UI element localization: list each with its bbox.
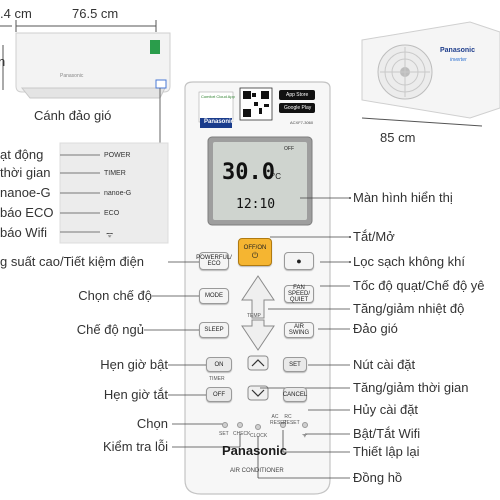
select-hole[interactable] bbox=[222, 422, 228, 428]
small-label-set: SET bbox=[219, 431, 229, 437]
remote-badge-brand: Panasonic bbox=[204, 119, 235, 125]
indoor-unit bbox=[15, 32, 171, 145]
indicator-label-3: báo ECO bbox=[0, 205, 54, 220]
sleep-button[interactable]: SLEEP bbox=[199, 322, 229, 338]
nanoe-button[interactable]: ● bbox=[284, 252, 314, 270]
app-store-badge: App Store bbox=[286, 92, 309, 98]
annotation-right-clock: Đồng hồ bbox=[353, 470, 403, 485]
annotation-right-cancel: Hủy cài đặt bbox=[353, 402, 419, 417]
indicator-power: POWER bbox=[104, 152, 131, 159]
lcd-off-text: OFF bbox=[284, 146, 294, 152]
indoor-width-label: 76.5 cm bbox=[72, 6, 119, 21]
outdoor-width-label: 85 cm bbox=[380, 130, 416, 145]
indoor-brand: Panasonic bbox=[60, 73, 84, 79]
wifi-icon: ᯤ bbox=[106, 230, 114, 239]
indicator-label-4: báo Wifi bbox=[0, 225, 47, 240]
annotation-left-timer-on: Hẹn giờ bật bbox=[100, 357, 168, 372]
outdoor-inverter: inverter bbox=[450, 57, 467, 63]
google-play-badge: Google Play bbox=[284, 105, 312, 111]
leader-lines-left bbox=[144, 261, 241, 448]
power-button[interactable]: OFF/ON ⏻ bbox=[238, 238, 272, 266]
set-button[interactable]: SET bbox=[283, 357, 307, 372]
remote-brand: Panasonic bbox=[222, 443, 288, 458]
indicator-panel bbox=[59, 142, 169, 244]
nanoe-icon: ● bbox=[296, 256, 302, 266]
indoor-depth-label: .4 cm bbox=[0, 6, 32, 21]
remote-model: ACXF7-3060 bbox=[290, 120, 314, 125]
timer-off-button[interactable]: OFF bbox=[206, 387, 232, 402]
annotation-right-fan-speed: Tốc độ quạt/Chế độ yê bbox=[353, 278, 485, 293]
dimension-lines bbox=[0, 20, 483, 127]
annotation-right-reset: Thiết lập lại bbox=[353, 444, 420, 459]
timer-label: TIMER bbox=[209, 376, 225, 382]
air-swing-button[interactable]: AIR SWING bbox=[284, 322, 314, 338]
wifi-hole[interactable] bbox=[302, 422, 308, 428]
indicator-nanoe: nanoe-G bbox=[104, 190, 132, 197]
mode-button[interactable]: MODE bbox=[199, 288, 229, 304]
indicator-label-1: thời gian bbox=[0, 165, 51, 180]
edge-mark: n bbox=[0, 54, 6, 69]
annotation-left-check: Kiểm tra lỗi bbox=[102, 439, 168, 454]
indicator-eco: ECO bbox=[104, 210, 120, 217]
annotation-right-set: Nút cài đặt bbox=[353, 357, 416, 372]
power-button-label: OFF/ON bbox=[243, 245, 267, 251]
outdoor-brand: Panasonic bbox=[440, 47, 476, 54]
annotation-left-mode: Chọn chế độ bbox=[78, 288, 152, 303]
lcd-temperature: 30.0 bbox=[222, 160, 275, 185]
annotation-right-display: Màn hình hiển thị bbox=[353, 190, 453, 205]
temp-label: TEMP bbox=[247, 313, 261, 319]
annotation-left-sleep: Chế độ ngủ bbox=[76, 322, 144, 337]
small-label-ac-reset: AC RESET bbox=[270, 414, 287, 426]
lcd-clock: 12:10 bbox=[236, 197, 276, 212]
small-label-rc-reset: RC RESET bbox=[283, 414, 300, 426]
vane-label: Cánh đảo gió bbox=[34, 108, 112, 123]
timer-on-button[interactable]: ON bbox=[206, 357, 232, 372]
fan-speed-button[interactable]: FAN SPEED/ QUIET bbox=[284, 285, 314, 303]
annotation-right-temp: Tăng/giảm nhiệt độ bbox=[353, 301, 465, 316]
ac-reset-hole[interactable] bbox=[280, 422, 286, 428]
indicator-label-0: ạt động bbox=[0, 147, 44, 162]
annotation-right-wifi: Bật/Tắt Wifi bbox=[353, 426, 421, 441]
leader-dots bbox=[349, 197, 351, 263]
remote-footer: AIR CONDITIONER bbox=[230, 468, 284, 474]
annotation-right-timer-adjust: Tăng/giảm thời gian bbox=[353, 380, 469, 395]
clock-hole[interactable] bbox=[255, 424, 261, 430]
annotation-right-swing: Đảo gió bbox=[353, 321, 398, 336]
powerful-eco-button[interactable]: POWERFUL/ ECO bbox=[196, 252, 232, 270]
comfort-cloud-badge: Comfort Cloud App bbox=[201, 94, 235, 99]
small-wifi-icon: ᯤ bbox=[302, 433, 308, 439]
indicator-label-2: nanoe-G bbox=[0, 185, 51, 200]
annotation-right-air-purify: Lọc sạch không khí bbox=[353, 254, 466, 269]
indicator-timer: TIMER bbox=[104, 170, 126, 177]
check-hole[interactable] bbox=[237, 422, 243, 428]
small-label-clock: CLOCK bbox=[250, 433, 268, 439]
annotation-right-power: Tắt/Mở bbox=[353, 229, 395, 244]
power-icon: ⏻ bbox=[251, 251, 259, 260]
outdoor-unit bbox=[361, 21, 500, 119]
annotation-left-timer-off: Hẹn giờ tắt bbox=[103, 387, 168, 402]
lcd-unit: °C bbox=[272, 172, 281, 181]
annotation-left-powerful: g suất cao/Tiết kiệm điện bbox=[0, 254, 145, 269]
small-label-check: CHECK bbox=[233, 431, 251, 437]
annotation-left-select: Chọn bbox=[136, 416, 168, 431]
cancel-button[interactable]: CANCEL bbox=[283, 387, 307, 402]
